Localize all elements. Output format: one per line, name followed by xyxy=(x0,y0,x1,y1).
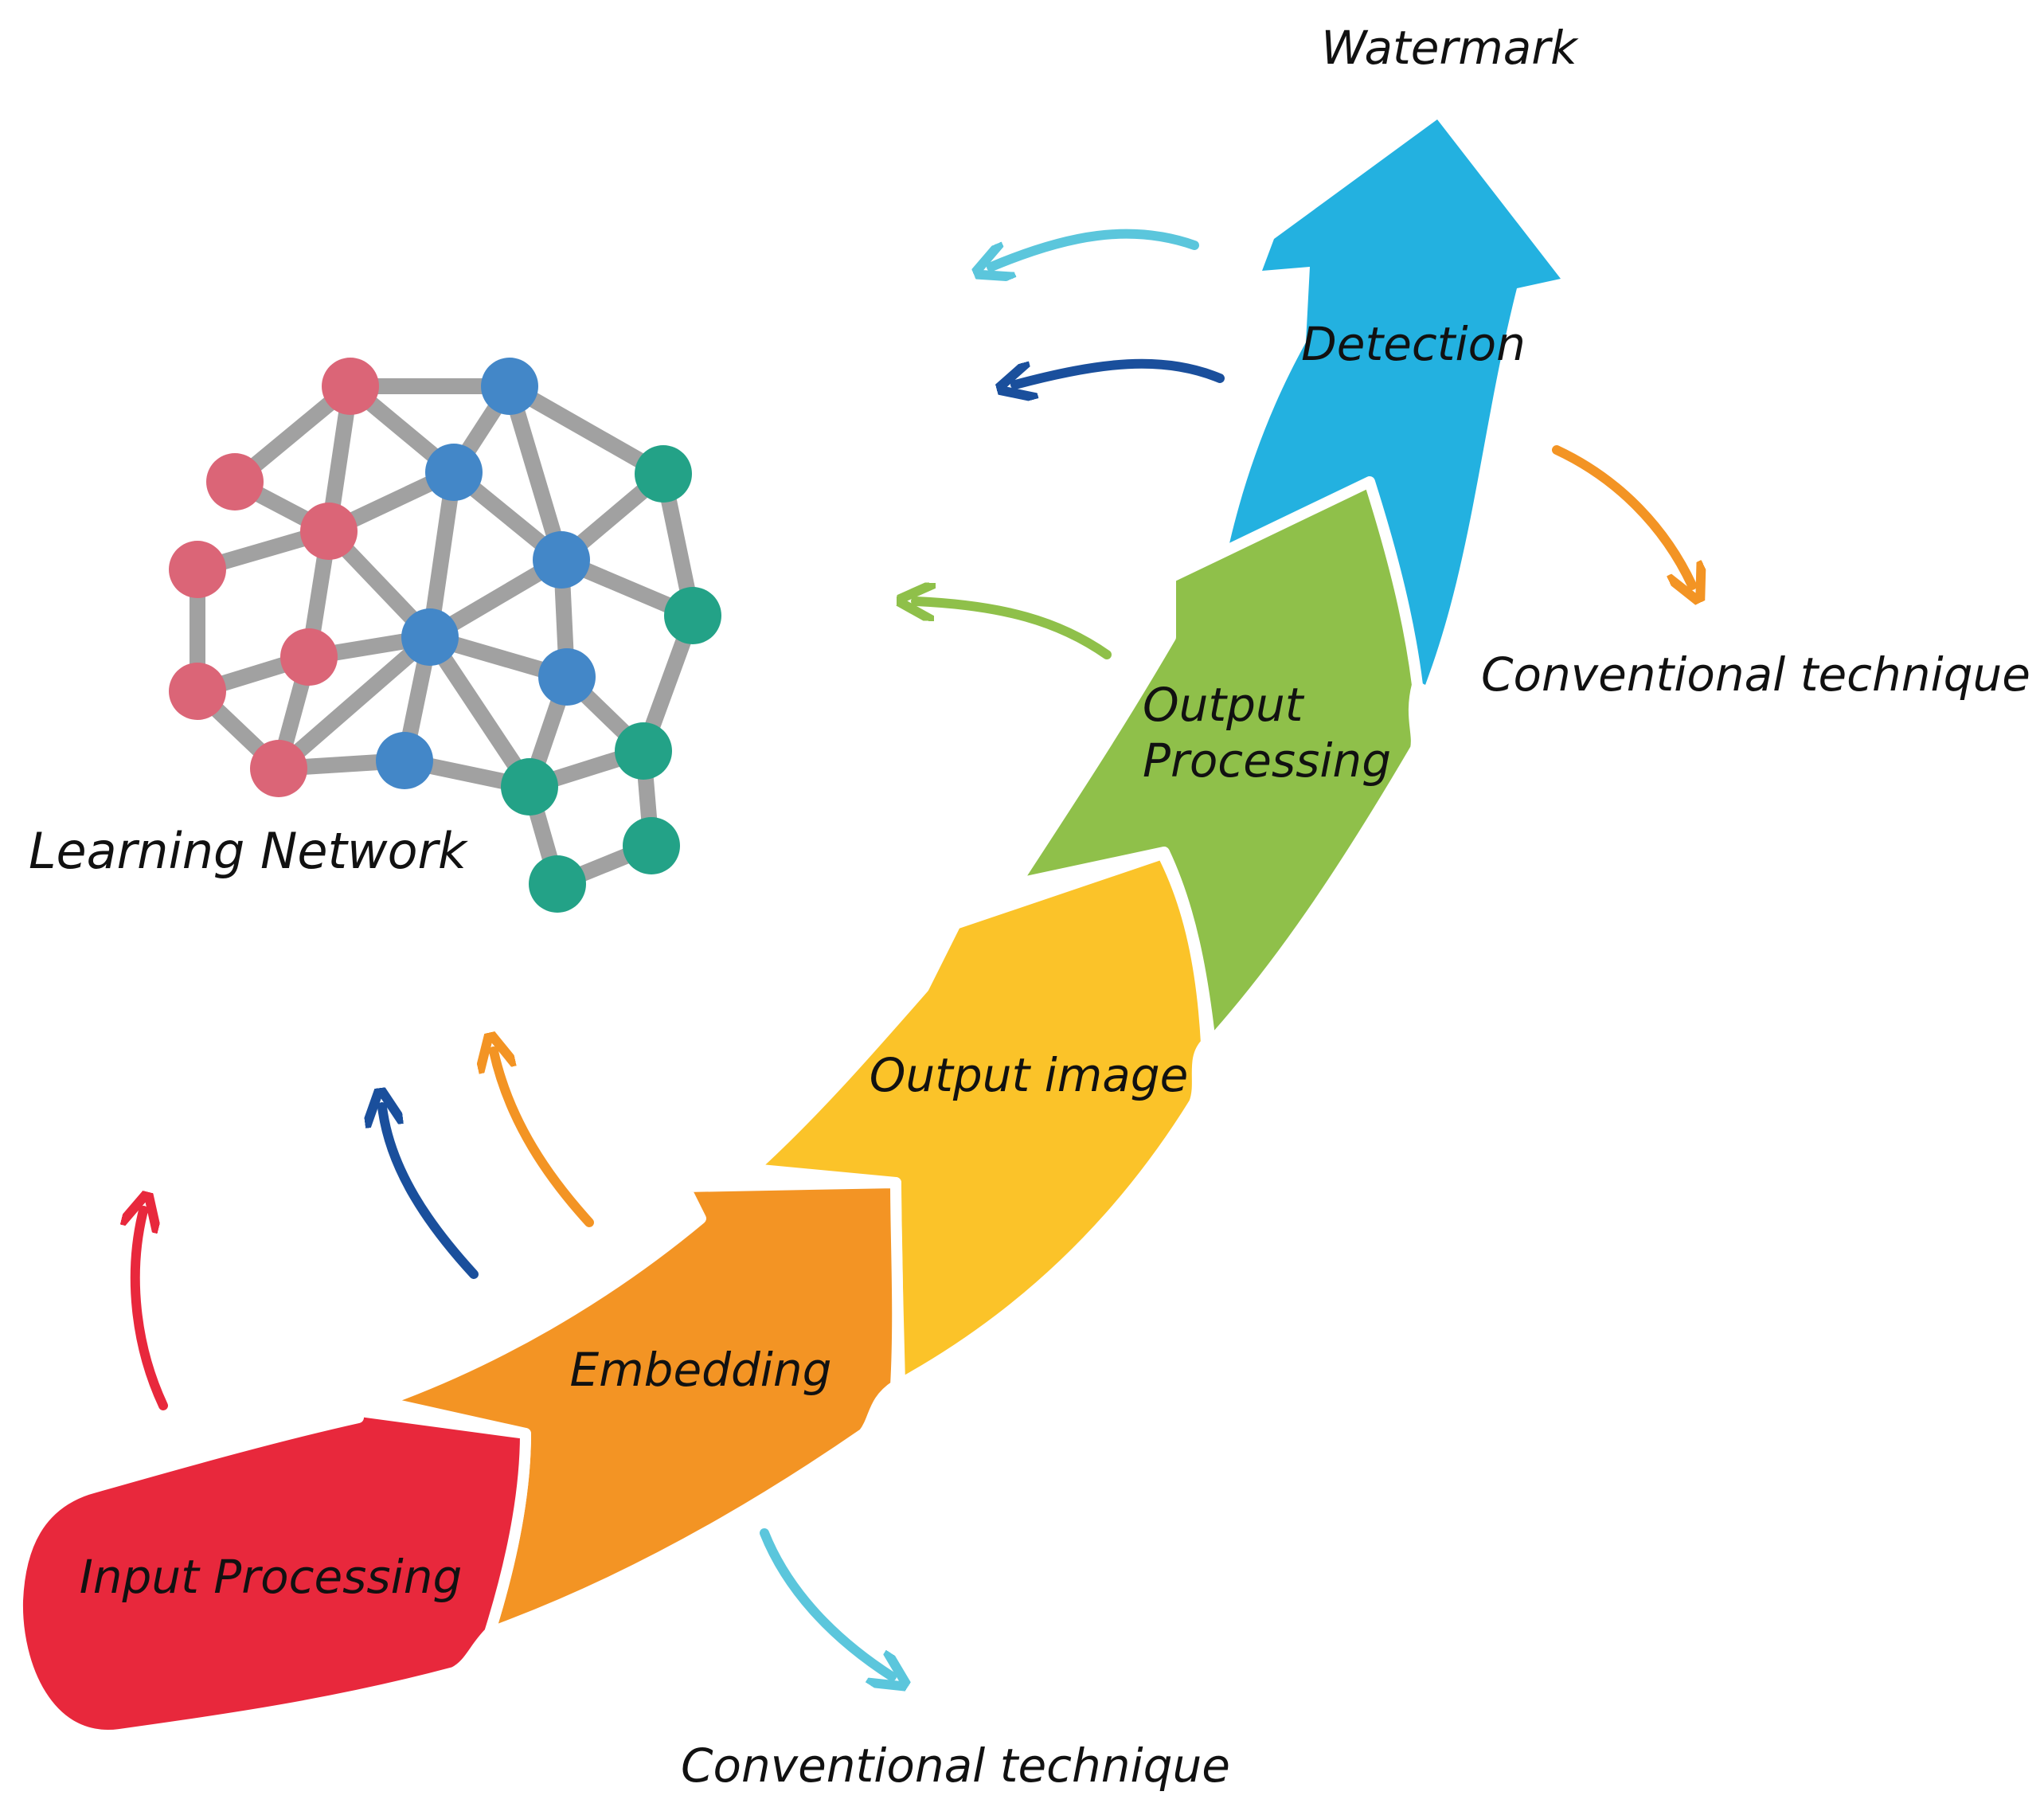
network-node-pink xyxy=(169,541,226,598)
side-arrows xyxy=(135,229,1692,1676)
orange-up-arrow-icon xyxy=(494,1051,594,1227)
network-node-blue xyxy=(538,648,596,706)
navy-left-arrow-icon xyxy=(1015,358,1225,385)
learning-network-label: Learning Network xyxy=(29,822,468,880)
orange-down-arrow-icon xyxy=(1552,445,1692,585)
diagram-title: Watermark xyxy=(1321,21,1579,75)
network-node-teal xyxy=(615,722,672,780)
stage-label-detection: Detection xyxy=(1301,317,1526,371)
network-node-teal xyxy=(635,445,692,503)
network-node-pink xyxy=(206,453,264,510)
green-left-arrow-icon xyxy=(916,601,1112,659)
network-node-pink xyxy=(250,740,307,797)
stage-input-processing-shape xyxy=(11,1400,531,1741)
network-node-pink xyxy=(280,628,338,686)
network-node-blue xyxy=(425,444,483,501)
cyan-down-arrow-icon xyxy=(760,1528,892,1676)
learning-network-graph xyxy=(169,358,721,913)
network-node-blue xyxy=(533,531,590,589)
network-node-pink xyxy=(169,663,226,720)
stage-arrow xyxy=(11,119,1561,1741)
network-node-pink xyxy=(322,358,379,415)
conventional-technique-label-bottom: Conventional technique xyxy=(681,1739,1230,1793)
network-nodes xyxy=(169,358,721,913)
conventional-technique-label-top: Conventional technique xyxy=(1481,647,2030,702)
stage-label-output-image: Output image xyxy=(870,1048,1189,1102)
cyan-left-arrow-icon xyxy=(991,229,1199,267)
network-node-teal xyxy=(529,855,586,913)
stage-label-input-processing: Input Processing xyxy=(80,1550,463,1604)
network-node-pink xyxy=(300,503,358,560)
network-node-teal xyxy=(501,758,558,816)
network-node-teal xyxy=(623,817,680,874)
stage-label-embedding: Embedding xyxy=(570,1343,832,1397)
network-node-blue xyxy=(401,608,459,666)
stage-label-output-processing-line1: Output xyxy=(1143,678,1305,732)
network-node-blue xyxy=(481,358,538,415)
red-up-arrow-icon xyxy=(135,1211,168,1410)
stage-label-output-processing-line2: Processing xyxy=(1143,733,1391,788)
network-node-blue xyxy=(376,732,433,789)
network-node-teal xyxy=(664,587,721,644)
navy-up-arrow-icon xyxy=(382,1107,479,1279)
